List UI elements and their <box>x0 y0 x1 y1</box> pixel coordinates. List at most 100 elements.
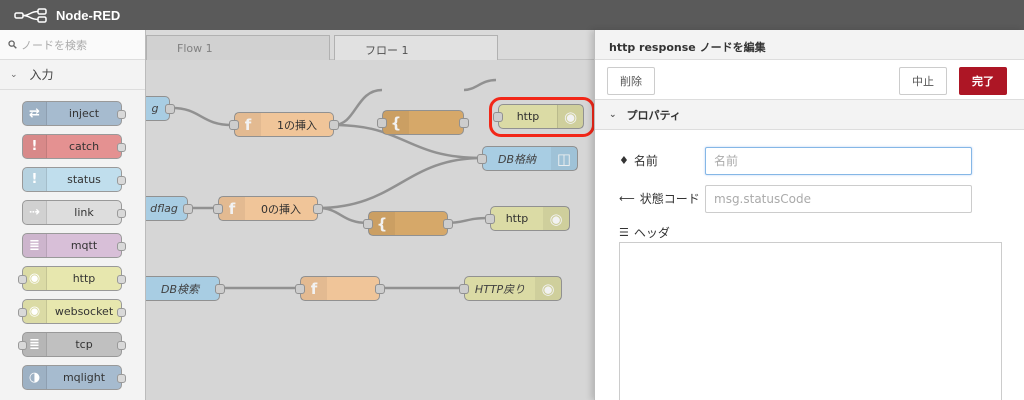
globe-icon: ◉ <box>543 207 569 230</box>
name-field[interactable] <box>705 147 972 175</box>
tab-flow-1[interactable]: Flow 1 <box>146 35 330 61</box>
headers-label-text: ヘッダ <box>633 226 670 240</box>
flow-wires <box>150 78 497 290</box>
flow-tabbar: Flow 1 フロー 1 <box>146 30 594 61</box>
palette-node-label: catch <box>68 140 100 153</box>
palette-node-label: websocket <box>54 305 114 318</box>
palette-node-tcp[interactable]: ≣ tcp <box>18 332 126 357</box>
palette-node-label: link <box>74 206 94 219</box>
alert-icon: ! <box>23 135 47 158</box>
input-port[interactable] <box>213 204 223 214</box>
node-label: 1の挿入 <box>277 118 317 132</box>
output-port[interactable] <box>329 120 339 130</box>
delete-button[interactable]: 削除 <box>607 67 655 95</box>
wire <box>171 106 233 127</box>
flow-node-function[interactable]: f <box>295 276 385 301</box>
tab-flow-jp-1[interactable]: フロー 1 <box>334 35 498 61</box>
palette-node-mqlight[interactable]: ◑mqlight <box>22 365 126 390</box>
palette-node-inject[interactable]: ⇄inject <box>22 101 126 126</box>
palette-node-label: http <box>72 272 96 285</box>
tray-title: http response ノードを編集 <box>595 30 1024 60</box>
template-icon: { <box>369 212 395 235</box>
input-port <box>18 275 27 284</box>
name-label: ♦ 名前 <box>619 152 658 169</box>
input-port[interactable] <box>477 154 487 164</box>
headers-list[interactable] <box>619 242 1002 400</box>
flow-node-db-store[interactable]: DB格納 ◫ <box>477 146 578 171</box>
flow-node-http-response-2[interactable]: http ◉ <box>485 206 570 231</box>
palette-node-http[interactable]: ◉ http <box>18 266 126 291</box>
globe-icon: ◉ <box>23 267 47 290</box>
wire <box>333 123 483 160</box>
arrow-icon: ⇄ <box>23 102 47 125</box>
node-label: g <box>151 102 159 115</box>
output-port[interactable] <box>215 284 225 294</box>
output-port[interactable] <box>165 104 175 114</box>
output-port <box>117 110 126 119</box>
globe-icon: ◉ <box>535 277 561 300</box>
flow-node-insert-0[interactable]: f 0の挿入 <box>213 196 323 221</box>
flow-node-template-top[interactable]: { <box>377 110 469 135</box>
output-port <box>117 341 126 350</box>
input-port[interactable] <box>229 120 239 130</box>
flow-node-db-search[interactable]: DB検索 <box>146 276 225 301</box>
status-code-label: ⟵ 状態コード <box>619 190 700 207</box>
tab-label: フロー 1 <box>365 44 409 57</box>
globe-icon: ◉ <box>557 105 583 128</box>
node-label: http <box>516 110 540 123</box>
palette-node-label: tcp <box>75 338 93 351</box>
chevron-down-icon: ⌄ <box>10 69 18 80</box>
input-port[interactable] <box>459 284 469 294</box>
database-icon: ◫ <box>551 147 577 170</box>
palette-node-label: mqlight <box>62 371 106 384</box>
node-red-logo <box>14 8 47 23</box>
output-port[interactable] <box>375 284 385 294</box>
flow-node-dflag[interactable]: dflag <box>146 196 193 221</box>
name-label-text: 名前 <box>633 154 658 168</box>
function-icon: f <box>235 113 261 136</box>
bridge-icon: ≣ <box>23 333 47 356</box>
tray-toolbar: 削除 中止 完了 <box>595 60 1024 100</box>
palette-node-label: mqtt <box>70 239 98 252</box>
flow-canvas[interactable]: g f 1の挿入 { http ◉ DB格納 ◫ <box>146 60 594 400</box>
list-icon: ☰ <box>619 226 629 239</box>
node-label: dflag <box>150 202 178 215</box>
palette-node-status[interactable]: !status <box>22 167 126 192</box>
flow-node-flag[interactable]: g <box>146 96 175 121</box>
output-port[interactable] <box>443 219 453 229</box>
palette-search[interactable]: ノードを検索 <box>0 30 145 60</box>
status-code-field[interactable] <box>705 185 972 213</box>
flow-node-insert-1[interactable]: f 1の挿入 <box>229 112 339 137</box>
selection-highlight <box>489 97 594 137</box>
flow-node-template-bottom[interactable]: { <box>363 211 453 236</box>
output-port[interactable] <box>183 204 193 214</box>
wire <box>317 156 483 210</box>
input-port[interactable] <box>377 118 387 128</box>
node-label: 0の挿入 <box>261 202 301 216</box>
input-port[interactable] <box>295 284 305 294</box>
flow-node-http-return[interactable]: HTTP戻り ◉ <box>459 276 562 301</box>
arrow-left-icon: ⟵ <box>619 192 635 205</box>
app-header: Node-RED <box>0 0 1024 30</box>
palette-node-label: status <box>67 173 101 186</box>
input-port[interactable] <box>485 214 495 224</box>
node-palette: ノードを検索 ⌄ 入力 ⇄inject!catch!status⇢link≣mq… <box>0 30 146 400</box>
palette-node-link[interactable]: ⇢link <box>22 200 126 225</box>
globe-icon: ◉ <box>23 300 47 323</box>
output-port <box>117 275 126 284</box>
palette-node-websocket[interactable]: ◉ websocket <box>18 299 126 324</box>
input-port[interactable] <box>363 219 373 229</box>
done-button[interactable]: 完了 <box>959 67 1007 95</box>
palette-node-catch[interactable]: ! catch <box>22 134 126 159</box>
palette-category-label: 入力 <box>29 68 54 82</box>
palette-category-input[interactable]: ⌄ 入力 <box>0 60 145 90</box>
cancel-button[interactable]: 中止 <box>899 67 947 95</box>
flow-node-http-response-selected[interactable]: http ◉ <box>493 104 584 129</box>
input-port <box>18 341 27 350</box>
input-port[interactable] <box>493 112 503 122</box>
output-port[interactable] <box>313 204 323 214</box>
palette-node-mqtt[interactable]: ≣mqtt <box>22 233 126 258</box>
properties-section-header[interactable]: ⌄ プロパティ <box>595 100 1024 130</box>
palette-search-placeholder: ノードを検索 <box>21 38 87 52</box>
output-port[interactable] <box>459 118 469 128</box>
